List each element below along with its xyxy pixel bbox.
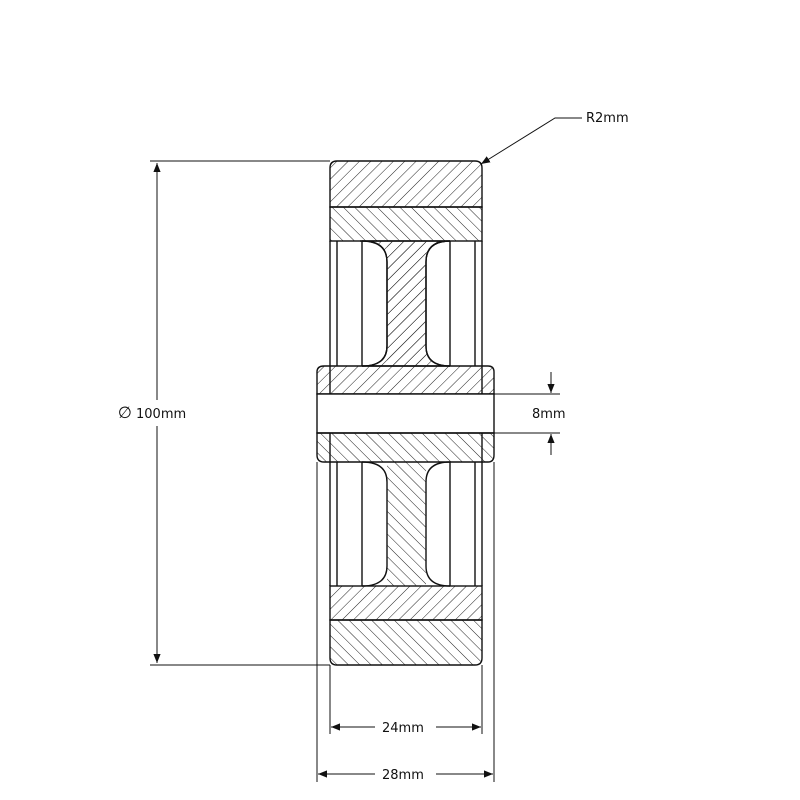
bore [316, 393, 495, 434]
rim-top [329, 206, 483, 242]
wheel-body [316, 160, 495, 666]
tread-top [329, 160, 483, 208]
inner-width-label: 24mm [382, 721, 424, 736]
dimensions [150, 117, 582, 782]
outer-width-label: 28mm [382, 768, 424, 783]
bore-label: 8mm [532, 407, 566, 422]
diameter-label: 100mm [136, 407, 186, 422]
web-top-fill [387, 241, 426, 366]
hub-top [316, 365, 495, 395]
tread-bottom [329, 619, 483, 666]
web-bottom-fill [387, 462, 426, 586]
rim-bottom [329, 585, 483, 621]
radius-label: R2mm [586, 111, 629, 126]
radius-leader [480, 117, 582, 165]
hub-bottom [316, 432, 495, 463]
diameter-symbol: ∅ [118, 403, 132, 422]
